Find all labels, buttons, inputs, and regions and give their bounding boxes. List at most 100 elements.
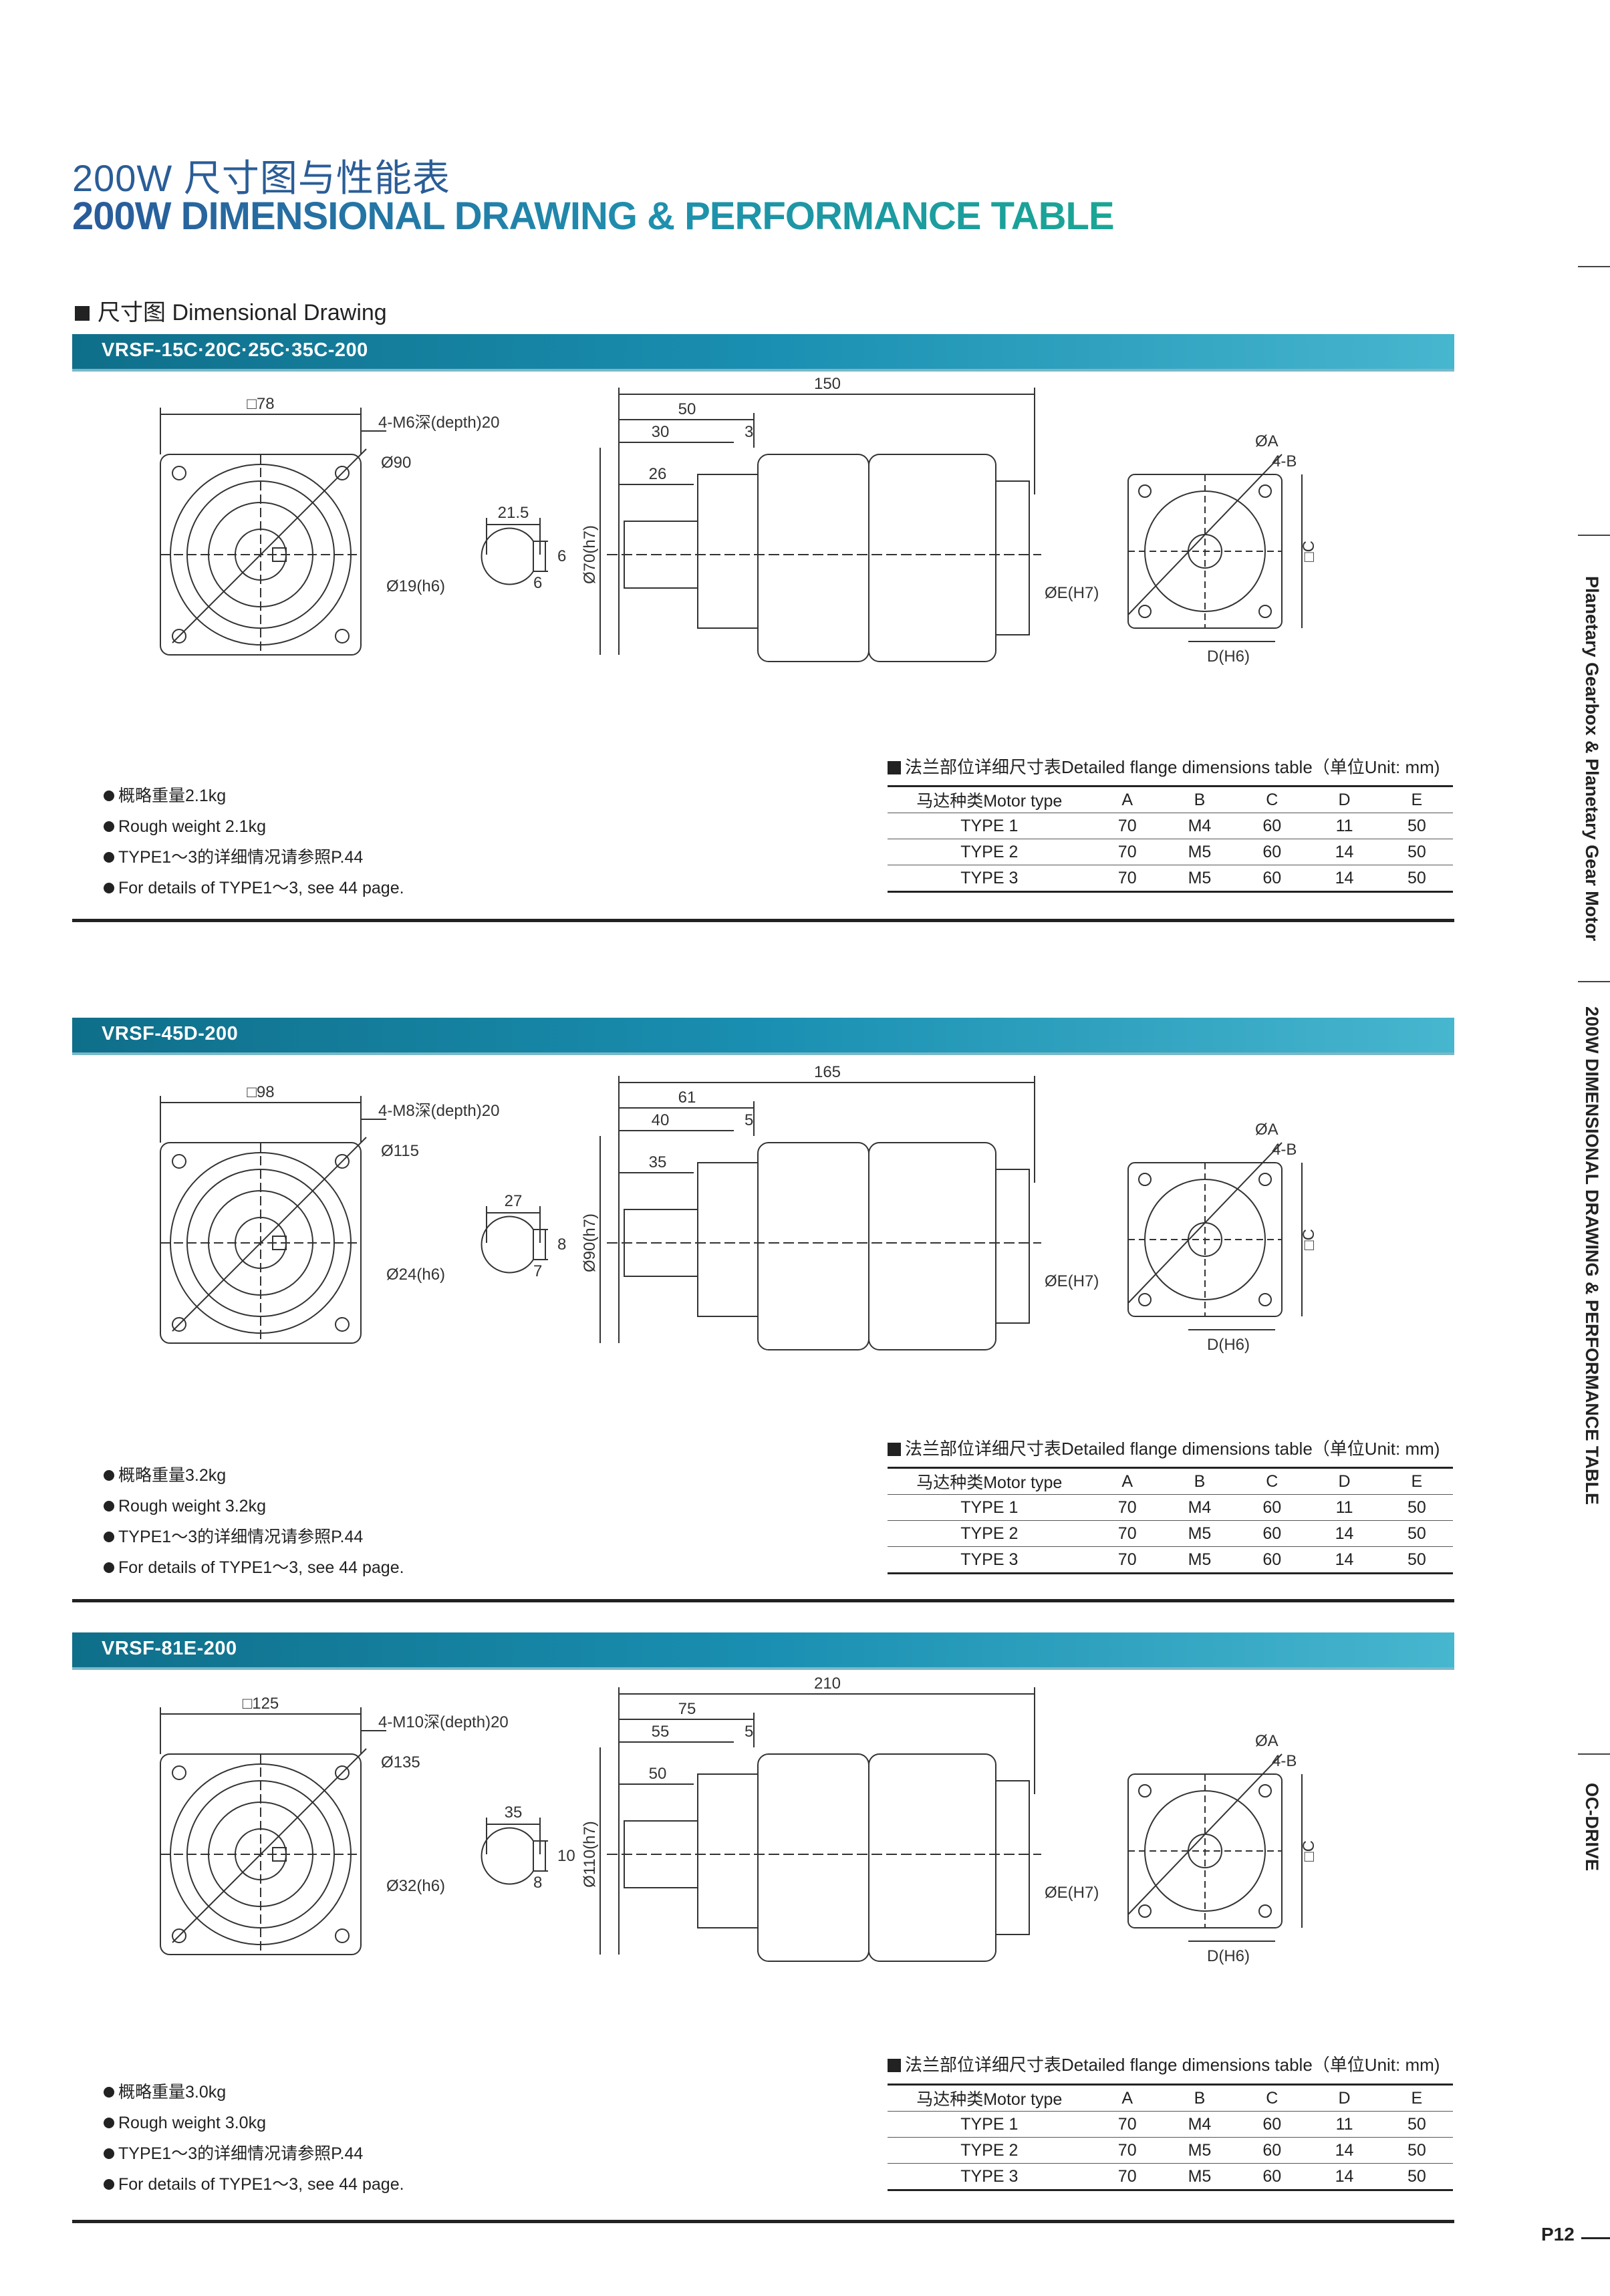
table-header-cell: D	[1308, 785, 1381, 813]
table-cell: M4	[1163, 813, 1236, 839]
dimensional-drawing: □78 4-M6深(depth)20 Ø90 21.5 6 6 Ø19(h6) …	[72, 374, 1454, 722]
dim-d2: 40	[652, 1111, 670, 1129]
note-item: Rough weight 3.2kg	[104, 1491, 404, 1522]
table-cell: 50	[1380, 2137, 1453, 2164]
dim-square: □98	[247, 1083, 274, 1101]
table-cell: 50	[1380, 2163, 1453, 2191]
label-c: □C	[1300, 541, 1318, 562]
table-header-cell: C	[1236, 1467, 1309, 1495]
dim-holes: 4-M6深(depth)20	[378, 414, 499, 432]
table-cell: 11	[1308, 1494, 1381, 1521]
label-4b: 4-B	[1272, 1752, 1297, 1770]
side-divider	[1578, 981, 1610, 982]
table-header-cell: A	[1091, 2084, 1164, 2112]
table-cell: M5	[1163, 865, 1236, 893]
table-header-cell: D	[1308, 1467, 1381, 1495]
flange-table-title: 法兰部位详细尺寸表Detailed flange dimensions tabl…	[888, 754, 1440, 778]
flange-table-title: 法兰部位详细尺寸表Detailed flange dimensions tabl…	[888, 2051, 1440, 2076]
note-text: TYPE1～3的详细情况请参照P.44	[118, 1528, 364, 1546]
table-header-cell: B	[1163, 785, 1236, 813]
dim-d3: 5	[745, 1111, 753, 1129]
note-item: TYPE1～3的详细情况请参照P.44	[104, 2138, 404, 2169]
bullet-icon	[104, 1562, 114, 1573]
page-title-en: 200W DIMENSIONAL DRAWING & PERFORMANCE T…	[72, 194, 1115, 238]
table-cell: 70	[1091, 1494, 1164, 1521]
flange-view: ØA 4-B □C ØE(H7) D(H6)	[1045, 1121, 1318, 1354]
table-cell: 50	[1380, 1494, 1453, 1521]
note-item: 概略重量2.1kg	[104, 780, 404, 811]
dim-key-height: 6	[557, 547, 566, 565]
front-view: □98 4-M8深(depth)20 Ø115 27 8 7 Ø24(h6)	[160, 1083, 566, 1344]
table-cell: 14	[1308, 2163, 1381, 2191]
table-header-cell: B	[1163, 1467, 1236, 1495]
model-label: VRSF-81E-200	[102, 1638, 237, 1659]
note-item: TYPE1～3的详细情况请参照P.44	[104, 1522, 404, 1552]
table-header-cell: D	[1308, 2084, 1381, 2112]
bullet-icon	[104, 2118, 114, 2128]
table-header-cell: E	[1380, 1467, 1453, 1495]
flange-table-title-text: 法兰部位详细尺寸表Detailed flange dimensions tabl…	[905, 2055, 1440, 2075]
side-tab-category: Planetary Gearbox & Planetary Gear Motor	[1582, 576, 1602, 942]
bullet-icon	[104, 1501, 114, 1512]
dim-holes: 4-M10深(depth)20	[378, 1713, 509, 1731]
table-cell: TYPE 1	[888, 1494, 1091, 1521]
label-oa: ØA	[1255, 1732, 1279, 1750]
note-item: For details of TYPE1～3, see 44 page.	[104, 873, 404, 903]
note-text: Rough weight 3.0kg	[118, 2114, 266, 2132]
table-cell: 14	[1308, 1520, 1381, 1547]
dim-d4: 35	[649, 1153, 667, 1171]
dim-shaft: Ø24(h6)	[386, 1266, 445, 1284]
note-text: 概略重量3.2kg	[118, 1466, 227, 1485]
label-c: □C	[1300, 1229, 1318, 1250]
note-item: TYPE1～3的详细情况请参照P.44	[104, 842, 404, 873]
label-e: ØE(H7)	[1045, 1272, 1099, 1290]
dim-key-height: 10	[557, 1847, 575, 1865]
side-view: 165 61 40 5 35 Ø90(h7)	[581, 1063, 1041, 1350]
section-divider	[72, 1599, 1454, 1602]
model-label: VRSF-15C·20C·25C·35C-200	[102, 339, 368, 361]
table-cell: TYPE 2	[888, 839, 1091, 865]
dim-d2: 55	[652, 1723, 670, 1741]
section-divider	[72, 919, 1454, 922]
table-cell: 60	[1236, 865, 1309, 893]
note-item: For details of TYPE1～3, see 44 page.	[104, 2169, 404, 2200]
side-divider	[1578, 535, 1610, 536]
page-title-cn: 200W 尺寸图与性能表	[72, 157, 450, 199]
flange-table-title-text: 法兰部位详细尺寸表Detailed flange dimensions tabl…	[905, 1439, 1440, 1459]
page-number-rule	[1581, 2237, 1610, 2239]
table-cell: M5	[1163, 839, 1236, 865]
dim-total-length: 210	[814, 1675, 841, 1693]
table-header-cell: A	[1091, 785, 1164, 813]
table-cell: 60	[1236, 2137, 1309, 2164]
bullet-icon	[104, 791, 114, 801]
table-cell: 50	[1380, 2111, 1453, 2138]
model-band: VRSF-45D-200	[72, 1018, 1454, 1052]
square-bullet-icon	[888, 2059, 901, 2072]
label-oa: ØA	[1255, 432, 1279, 450]
table-cell: 14	[1308, 839, 1381, 865]
table-cell: 70	[1091, 2137, 1164, 2164]
table-cell: TYPE 2	[888, 1520, 1091, 1547]
flange-table-title-text: 法兰部位详细尺寸表Detailed flange dimensions tabl…	[905, 757, 1440, 777]
note-text: For details of TYPE1～3, see 44 page.	[118, 2175, 404, 2194]
table-cell: 60	[1236, 1546, 1309, 1574]
square-bullet-icon	[888, 761, 901, 774]
table-cell: 14	[1308, 1546, 1381, 1574]
square-bullet-icon	[888, 1443, 901, 1456]
dim-key-width: 21.5	[498, 504, 529, 522]
note-item: Rough weight 2.1kg	[104, 811, 404, 842]
note-text: 概略重量3.0kg	[118, 2083, 227, 2102]
note-item: 概略重量3.2kg	[104, 1460, 404, 1491]
dim-key-depth: 8	[533, 1874, 542, 1892]
table-cell: M4	[1163, 1494, 1236, 1521]
side-view: 210 75 55 5 50 Ø110(h7)	[581, 1675, 1041, 1962]
note-text: For details of TYPE1～3, see 44 page.	[118, 879, 404, 897]
table-cell: M5	[1163, 1520, 1236, 1547]
side-tab-brand: OC-DRIVE	[1582, 1783, 1602, 1872]
